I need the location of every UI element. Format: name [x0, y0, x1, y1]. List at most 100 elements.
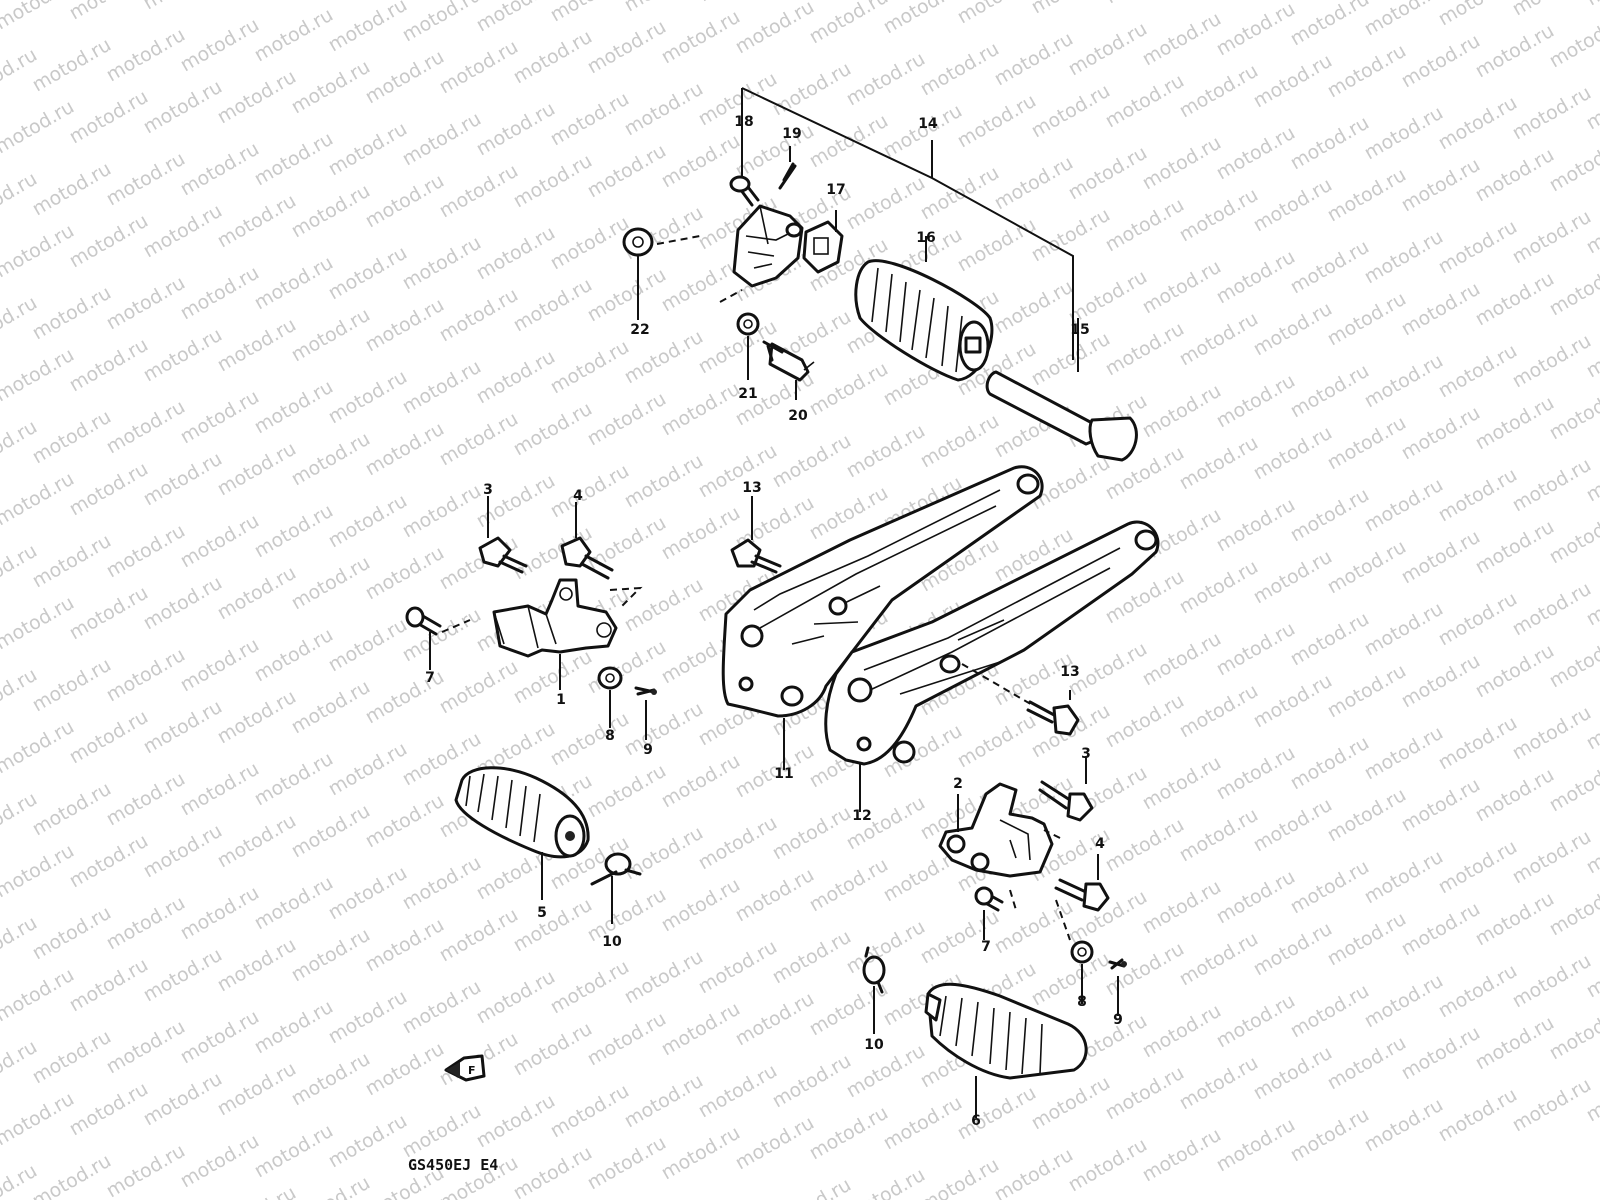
watermark-text: motod.ru [917, 410, 1003, 473]
part-16-footrest-rubber [854, 259, 994, 382]
watermark-text: motod.ru [658, 254, 744, 317]
watermark-text: motod.ru [1250, 670, 1336, 733]
part-11-bracket [721, 465, 1044, 718]
watermark-text: motod.ru [362, 170, 448, 233]
watermark-text: motod.ru [177, 14, 263, 77]
watermark-text: motod.ru [584, 388, 670, 451]
watermark-text: motod.ru [325, 1110, 411, 1173]
watermark-text: motod.ru [917, 38, 1003, 101]
watermark-text: motod.ru [399, 108, 485, 171]
watermark-text: motod.ru [399, 480, 485, 543]
watermark-text: motod.ru [1287, 1104, 1373, 1167]
watermark-text: motod.ru [362, 294, 448, 357]
watermark-text: motod.ru [1102, 1062, 1188, 1125]
part-19-cotter-pin [778, 162, 797, 190]
watermark-text: motod.ru [362, 542, 448, 605]
watermark-text: motod.ru [1324, 164, 1410, 227]
arrow-label: F [468, 1064, 476, 1077]
watermark-text: motod.ru [1176, 680, 1262, 743]
watermark-text: motod.ru [436, 532, 522, 595]
watermark-text: motod.ru [436, 160, 522, 223]
watermark-text: motod.ru [1287, 112, 1373, 175]
watermark-text: motod.ru [658, 998, 744, 1061]
watermark-text: motod.ru [658, 6, 744, 69]
callout-21: 21 [738, 386, 757, 402]
watermark-text: motod.ru [288, 56, 374, 119]
watermark-text: motod.ru [66, 0, 152, 24]
watermark-text: motod.ru [547, 212, 633, 275]
watermark-text: motod.ru [140, 76, 226, 139]
watermark-text: motod.ru [621, 1070, 707, 1133]
watermark-text: motod.ru [325, 366, 411, 429]
watermark-text: motod.ru [880, 0, 966, 38]
watermark-text: motod.ru [1435, 588, 1521, 651]
callout-5: 5 [537, 905, 547, 921]
part-4-bolt-left [1054, 878, 1110, 912]
watermark-text: motod.ru [1176, 1052, 1262, 1115]
watermark-text: motod.ru [1361, 598, 1447, 661]
rear-brackets-group [721, 465, 1160, 812]
watermark-text: motod.ru [436, 656, 522, 719]
watermark-text: motod.ru [1361, 474, 1447, 537]
leader-22 [656, 235, 701, 245]
watermark-text: motod.ru [473, 346, 559, 409]
callout-22: 22 [630, 322, 649, 338]
watermark-text: motod.ru [1472, 516, 1558, 579]
watermark-text: motod.ru [658, 378, 744, 441]
watermark-text: motod.ru [954, 0, 1040, 28]
watermark-text: motod.ru [1361, 1094, 1447, 1157]
watermark-text: motod.ru [1250, 794, 1336, 857]
watermark-text: motod.ru [1509, 702, 1595, 765]
watermark-text: motod.ru [399, 1100, 485, 1163]
watermark-text: motod.ru [251, 4, 337, 67]
watermark-text: motod.ru [1361, 0, 1447, 40]
watermark-text: motod.ru [214, 314, 300, 377]
watermark-text: motod.ru [621, 822, 707, 885]
watermark-text: motod.ru [510, 398, 596, 461]
watermark-text: motod.ru [732, 864, 818, 927]
watermark-text: motod.ru [1398, 1022, 1484, 1085]
watermark-text: motod.ru [177, 138, 263, 201]
part-8-washer-left [1070, 940, 1094, 964]
watermark-text: motod.ru [1028, 1072, 1114, 1135]
watermark-text: motod.ru [1102, 690, 1188, 753]
watermark-text: motod.ru [177, 1130, 263, 1193]
watermark-text: motod.ru [140, 1068, 226, 1131]
watermark-text: motod.ru [29, 530, 115, 593]
watermark-text: motod.ru [214, 66, 300, 129]
watermark-text: motod.ru [140, 820, 226, 883]
part-3-bolt [478, 536, 528, 574]
watermark-text: motod.ru [0, 1088, 78, 1151]
watermark-text: motod.ru [325, 490, 411, 553]
watermark-text: motod.ru [288, 552, 374, 615]
watermark-text: motod.ru [769, 802, 855, 865]
callout-18: 18 [734, 114, 753, 130]
watermark-text: motod.ru [1176, 60, 1262, 123]
callout-12: 12 [852, 808, 871, 824]
watermark-text: motod.ru [0, 716, 78, 779]
callout-4: 4 [573, 488, 583, 504]
watermark-text: motod.ru [214, 438, 300, 501]
watermark-text: motod.ru [325, 614, 411, 677]
watermark-text: motod.ru [1213, 990, 1299, 1053]
watermark-text: motod.ru [991, 1144, 1077, 1200]
watermark-text: motod.ru [66, 1078, 152, 1141]
watermark-text: motod.ru [769, 58, 855, 121]
watermark-text: motod.ru [1139, 132, 1225, 195]
watermark-text: motod.ru [1509, 1074, 1595, 1137]
watermark-text: motod.ru [1509, 0, 1595, 20]
watermark-text: motod.ru [1139, 752, 1225, 815]
watermark-text: motod.ru [399, 976, 485, 1039]
watermark-text: motod.ru [66, 706, 152, 769]
watermark-text: motod.ru [103, 520, 189, 583]
watermark-text: motod.ru [621, 946, 707, 1009]
watermark-text: motod.ru [251, 500, 337, 563]
leaders-left-group [873, 756, 1119, 1118]
watermark-text: motod.ru [1176, 308, 1262, 371]
callout-labels: 1 2 3 3 4 4 5 6 7 7 8 8 9 9 10 10 11 12 … [425, 114, 1123, 1129]
watermark-text: motod.ru [1139, 876, 1225, 939]
part-10-spring [590, 852, 642, 886]
watermark-text: motod.ru [1213, 866, 1299, 929]
watermark-text: motod.ru [251, 748, 337, 811]
watermark-text: motod.ru [843, 48, 929, 111]
